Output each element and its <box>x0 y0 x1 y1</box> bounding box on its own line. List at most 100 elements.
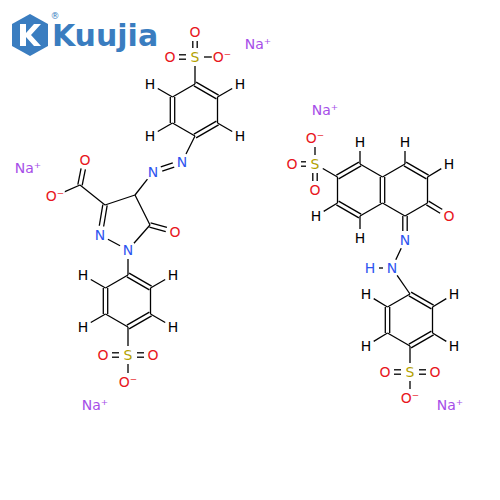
chemical-bond <box>433 299 447 307</box>
counter-ion: Na⁺ <box>244 37 272 51</box>
chemical-bond <box>385 307 386 333</box>
chemical-bond <box>218 123 233 131</box>
chemical-bond <box>374 333 388 341</box>
chemical-bond <box>135 179 147 195</box>
chemical-bond <box>158 123 173 131</box>
chemical-bond <box>380 177 381 203</box>
chemical-bond <box>432 307 433 333</box>
logo-mark <box>20 24 41 46</box>
chemical-bond <box>397 275 410 294</box>
chemical-bond <box>174 97 175 123</box>
chemical-bond <box>389 307 390 333</box>
chemical-bond <box>162 167 174 171</box>
atom-label: O <box>428 365 441 379</box>
chemical-bond <box>419 369 426 370</box>
chemical-bond <box>218 89 233 97</box>
chemical-bond <box>405 203 428 216</box>
chemical-bond <box>336 162 359 175</box>
atom-label: O <box>146 348 159 362</box>
chemical-bond <box>137 352 144 353</box>
chemical-bond <box>396 248 401 260</box>
logo-hexagon <box>12 14 48 56</box>
atom-label: H <box>448 287 461 301</box>
chemical-bond <box>192 41 193 48</box>
atom-label: H <box>167 268 180 282</box>
atom-label: N <box>399 233 411 247</box>
atom-label: O <box>442 209 455 223</box>
atom-label: O <box>188 25 201 39</box>
atom-label: H <box>448 339 461 353</box>
atom-label: H <box>144 77 157 91</box>
chemical-bond <box>127 327 128 346</box>
atom-label: H <box>234 77 247 91</box>
chemical-bond <box>112 357 119 358</box>
chemical-bond <box>314 147 315 155</box>
atom-label: O <box>308 183 321 197</box>
chemical-bond <box>134 225 150 243</box>
brand-name: Kuujia <box>51 21 159 51</box>
chemical-bond <box>312 173 313 181</box>
chemical-bond <box>82 169 85 185</box>
atom-label: H <box>360 287 373 301</box>
chemical-bond <box>151 223 167 228</box>
chemical-bond <box>108 239 120 246</box>
chemical-bond <box>91 314 106 322</box>
chemical-bond <box>360 164 383 177</box>
atom-label: O⁻ <box>400 391 420 405</box>
chemical-bond <box>217 97 218 123</box>
atom-label: N <box>386 261 398 275</box>
atom-label: O⁻ <box>212 50 232 64</box>
counter-ion: Na⁺ <box>436 398 464 412</box>
atom-label: H <box>167 320 180 334</box>
chemical-bond <box>127 259 128 275</box>
atom-label: S <box>190 50 201 64</box>
atom-label: N <box>122 243 134 257</box>
chemical-bond <box>137 357 144 358</box>
chemical-bond <box>388 333 411 346</box>
chemical-bond <box>196 125 219 138</box>
chemical-bond <box>135 195 150 225</box>
chemical-bond <box>105 195 135 205</box>
chemical-bond <box>394 369 401 370</box>
atom-label: H <box>144 129 157 143</box>
chemical-bond <box>80 185 105 205</box>
chemical-bond <box>406 162 429 175</box>
chemical-bond <box>419 374 426 375</box>
chemical-bond <box>107 288 108 314</box>
atom-label: O⁻ <box>45 189 65 203</box>
chemical-bond <box>337 177 338 203</box>
chemical-bond <box>186 136 195 154</box>
chemical-bond <box>151 280 166 288</box>
chemical-bond <box>158 89 173 97</box>
atom-label: O <box>163 50 176 64</box>
chemical-bond <box>317 173 318 181</box>
chemical-bond <box>402 216 403 231</box>
chemical-bond <box>323 169 338 177</box>
chemical-bond <box>394 374 401 375</box>
atom-label: O <box>378 365 391 379</box>
chemical-bond <box>409 381 410 389</box>
chemical-bond <box>173 84 196 97</box>
chemical-bond <box>196 82 219 95</box>
atom-label: H <box>77 268 90 282</box>
atom-label: S <box>310 157 321 171</box>
chemical-bond <box>197 41 198 48</box>
chemical-bond <box>173 123 196 136</box>
atom-label: O <box>285 157 298 171</box>
chemical-bond <box>383 203 406 216</box>
atom-label: H <box>77 320 90 334</box>
chemical-bond <box>91 280 106 288</box>
brand-name: ® <box>50 12 61 21</box>
atom-label: N <box>94 228 106 242</box>
atom-label: O <box>78 153 91 167</box>
chemical-bond <box>301 161 306 162</box>
chemical-bond <box>384 177 385 203</box>
counter-ion: Na⁺ <box>14 161 42 175</box>
chemical-bond <box>194 66 195 84</box>
atom-label: O⁻ <box>305 131 325 145</box>
chemical-bond <box>404 151 405 164</box>
atom-label: S <box>123 348 134 362</box>
chemical-bond <box>104 205 108 226</box>
atom-label: S <box>405 365 416 379</box>
